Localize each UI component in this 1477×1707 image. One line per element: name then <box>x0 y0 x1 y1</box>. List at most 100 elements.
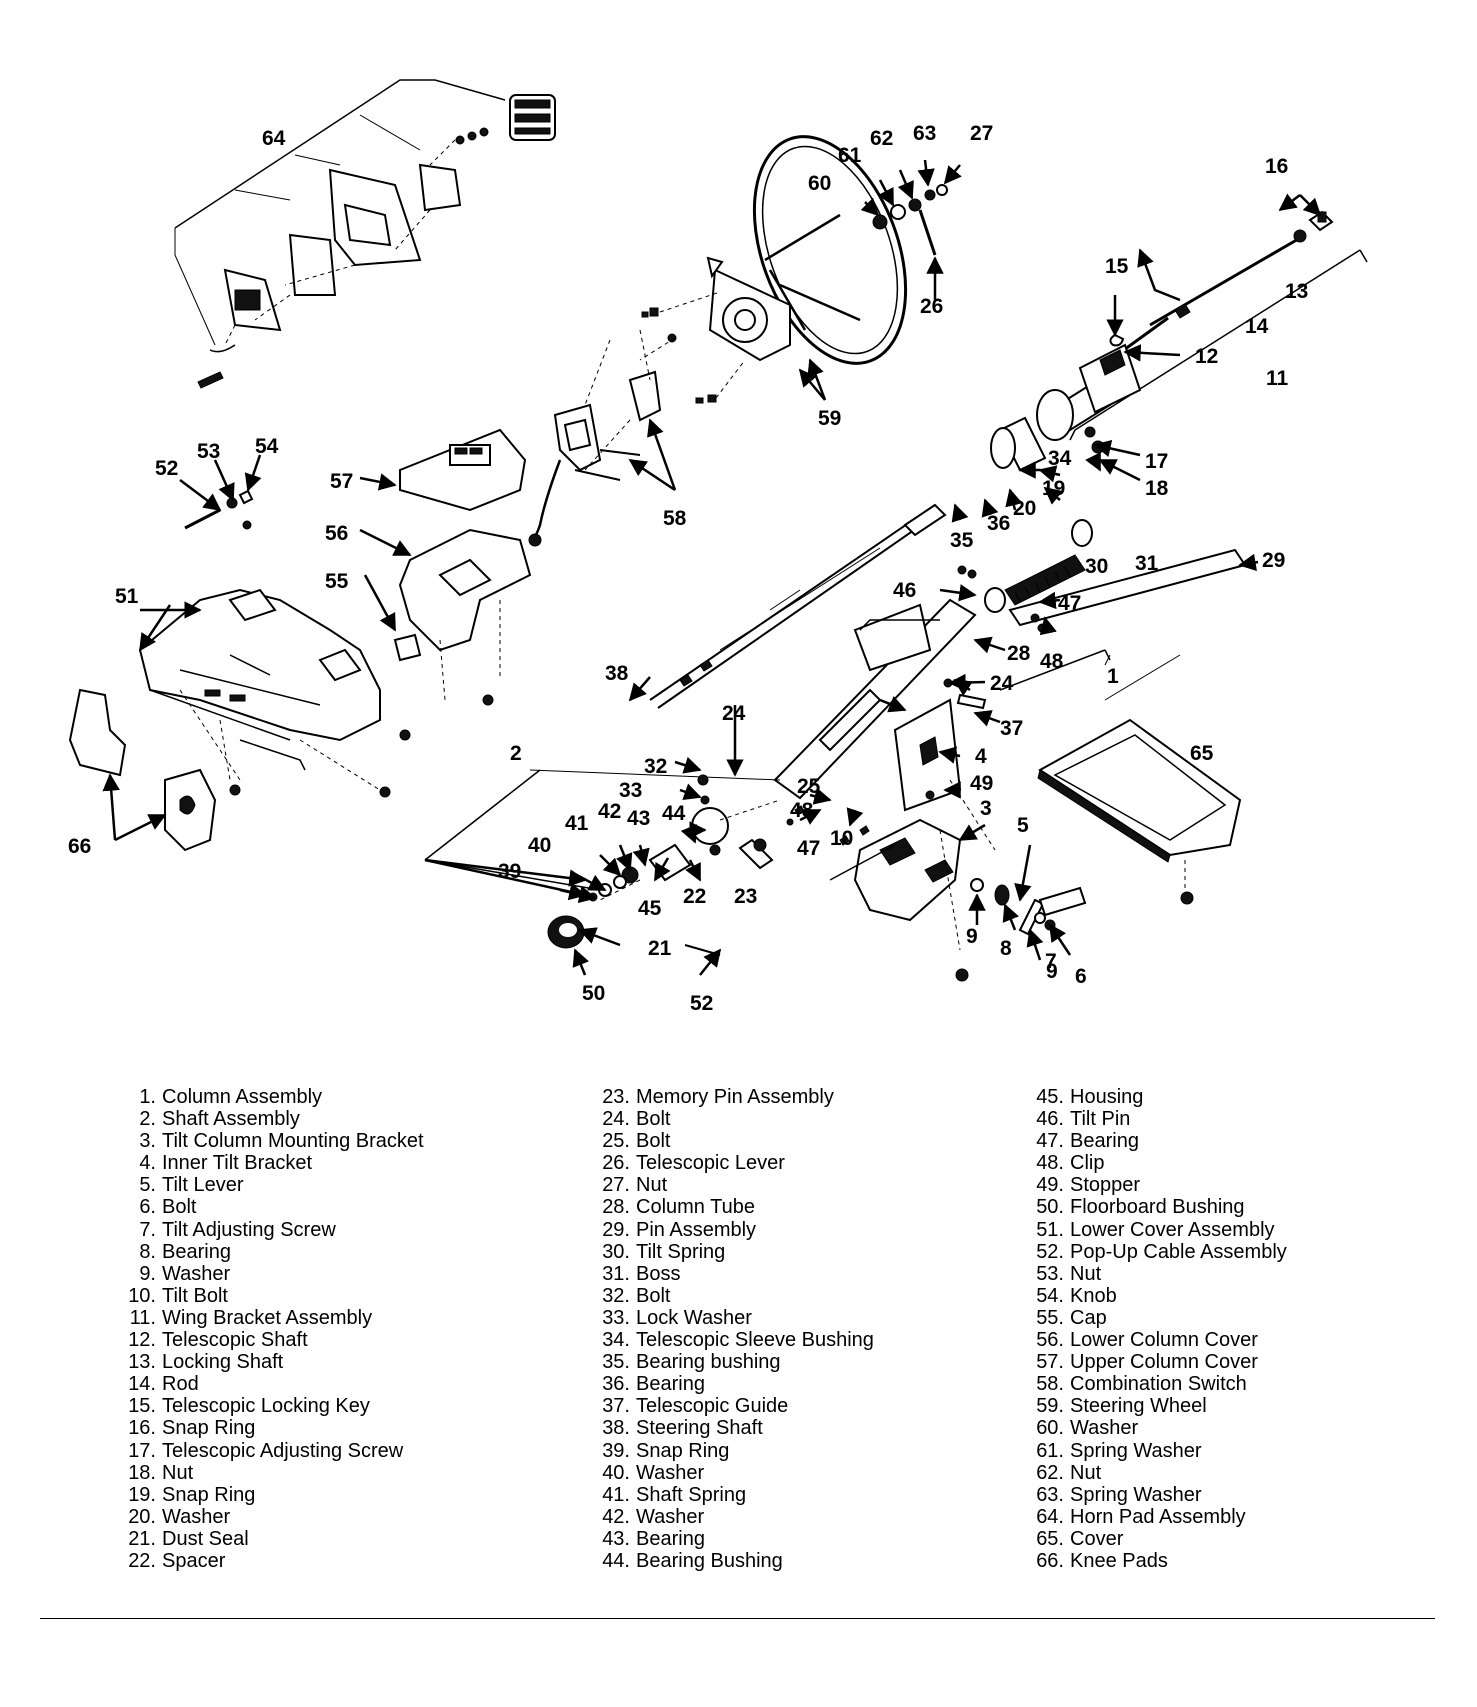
legend-item: 34.Telescopic Sleeve Bushing <box>602 1329 874 1352</box>
callout-62: 62 <box>870 127 893 150</box>
legend-item: 42.Washer <box>602 1505 705 1528</box>
legend-item: 26.Telescopic Lever <box>602 1152 785 1175</box>
callout-43: 43 <box>627 807 650 830</box>
legend-item: 7.Tilt Adjusting Screw <box>139 1218 336 1241</box>
legend-item: 4.Inner Tilt Bracket <box>139 1152 313 1175</box>
callout-48a: 48 <box>1040 650 1064 673</box>
legend-item: 62.Nut <box>1036 1461 1102 1484</box>
legend-item: 15.Telescopic Locking Key <box>128 1395 370 1418</box>
callout-40: 40 <box>528 834 551 857</box>
callout-16: 16 <box>1265 155 1288 178</box>
callout-47a: 47 <box>1058 592 1081 615</box>
legend-item: 50.Floorboard Bushing <box>1036 1196 1245 1219</box>
legend-item: 48.Clip <box>1036 1152 1105 1175</box>
callout-10: 10 <box>830 827 853 850</box>
callout-39: 39 <box>498 860 521 883</box>
legend-item: 3.Tilt Column Mounting Bracket <box>139 1130 424 1153</box>
legend-item: 2.Shaft Assembly <box>139 1108 300 1131</box>
callout-8: 8 <box>1000 937 1012 960</box>
callout-18: 18 <box>1145 477 1169 500</box>
callout-52b: 52 <box>690 992 713 1015</box>
legend-item: 61.Spring Washer <box>1036 1439 1202 1462</box>
callout-45: 45 <box>638 897 662 920</box>
callout-60: 60 <box>808 172 831 195</box>
callout-58: 58 <box>663 507 687 530</box>
callout-1: 1 <box>1107 665 1119 688</box>
legend-item: 12.Telescopic Shaft <box>128 1329 308 1352</box>
legend-item: 65.Cover <box>1036 1527 1124 1550</box>
callout-64: 64 <box>262 127 286 150</box>
callout-20: 20 <box>1013 497 1036 520</box>
lower-cover-assembly-drawing <box>138 489 411 798</box>
legend-item: 1.Column Assembly <box>139 1086 323 1108</box>
callout-5: 5 <box>1017 814 1029 837</box>
horn-pad-assembly-drawing <box>174 79 556 389</box>
legend-item: 45.Housing <box>1036 1086 1144 1108</box>
legend-item: 27.Nut <box>602 1174 668 1197</box>
legend-item: 36.Bearing <box>602 1373 705 1396</box>
legend-item: 17.Telescopic Adjusting Screw <box>128 1439 404 1462</box>
callout-42: 42 <box>598 800 621 823</box>
callout-24a: 24 <box>722 702 746 725</box>
legend-item: 53.Nut <box>1036 1262 1102 1285</box>
legend-item: 37.Telescopic Guide <box>602 1395 789 1418</box>
legend-item: 58.Combination Switch <box>1036 1373 1247 1396</box>
exploded-steering-column-diagram: 1 2 3 4 5 6 7 8 9 9 10 11 12 13 14 15 16… <box>68 79 1368 1015</box>
column-covers-drawing <box>393 428 532 706</box>
callout-29: 29 <box>1262 549 1285 572</box>
callout-12: 12 <box>1195 345 1218 368</box>
callout-41: 41 <box>565 812 589 835</box>
parts-legend-column-3: 45.Housing 46.Tilt Pin 47.Bearing 48.Cli… <box>1030 1086 1287 1572</box>
callout-52a: 52 <box>155 457 178 480</box>
legend-item: 6.Bolt <box>139 1196 197 1219</box>
callout-6: 6 <box>1075 965 1087 988</box>
callout-2: 2 <box>510 742 522 765</box>
callout-4: 4 <box>975 745 987 768</box>
callout-22: 22 <box>683 885 706 908</box>
callout-66: 66 <box>68 835 91 858</box>
legend-item: 51.Lower Cover Assembly <box>1036 1218 1275 1241</box>
callout-9a: 9 <box>966 925 978 948</box>
parts-legend-column-1: 1.Column Assembly 2.Shaft Assembly 3.Til… <box>122 1086 424 1572</box>
callout-59: 59 <box>818 407 841 430</box>
legend-item: 47.Bearing <box>1036 1130 1139 1153</box>
parts-legend-column-2: 23.Memory Pin Assembly 24.Bolt 25.Bolt 2… <box>596 1086 874 1572</box>
callout-49: 49 <box>970 772 993 795</box>
callout-17: 17 <box>1145 450 1168 473</box>
legend-item: 18.Nut <box>128 1461 194 1484</box>
combination-switch-drawing <box>528 329 662 547</box>
legend-item: 9.Washer <box>139 1262 231 1285</box>
callout-44: 44 <box>662 802 686 825</box>
callout-33: 33 <box>619 779 642 802</box>
legend-item: 63.Spring Washer <box>1036 1483 1202 1506</box>
legend-item: 40.Washer <box>602 1461 705 1484</box>
legend-item: 55.Cap <box>1036 1306 1107 1329</box>
pin-spring-assembly-drawing <box>957 519 1247 691</box>
callout-56: 56 <box>325 522 348 545</box>
legend-item: 30.Tilt Spring <box>602 1240 726 1263</box>
steering-wheel-drawing <box>639 135 948 404</box>
callout-3: 3 <box>980 797 992 820</box>
callout-65: 65 <box>1190 742 1214 765</box>
cover-drawing <box>1037 718 1242 905</box>
callout-54: 54 <box>255 435 279 458</box>
callout-23: 23 <box>734 885 757 908</box>
legend-item: 39.Snap Ring <box>602 1439 730 1462</box>
legend-item: 57.Upper Column Cover <box>1036 1351 1258 1374</box>
callout-50: 50 <box>582 982 605 1005</box>
legend-item: 66.Knee Pads <box>1036 1549 1168 1572</box>
callout-35: 35 <box>950 529 974 552</box>
legend-item: 43.Bearing <box>602 1527 705 1550</box>
callout-63: 63 <box>913 122 936 145</box>
callout-30: 30 <box>1085 555 1108 578</box>
legend-item: 22.Spacer <box>128 1549 226 1572</box>
callout-61: 61 <box>838 144 862 167</box>
legend-item: 56.Lower Column Cover <box>1036 1329 1258 1352</box>
callout-46: 46 <box>893 579 916 602</box>
callout-27: 27 <box>970 122 993 145</box>
legend-item: 19.Snap Ring <box>128 1483 256 1506</box>
shaft-and-column-drawing <box>529 503 977 800</box>
legend-item: 31.Boss <box>602 1262 681 1285</box>
callout-15: 15 <box>1105 255 1129 278</box>
legend-item: 49.Stopper <box>1036 1174 1141 1197</box>
